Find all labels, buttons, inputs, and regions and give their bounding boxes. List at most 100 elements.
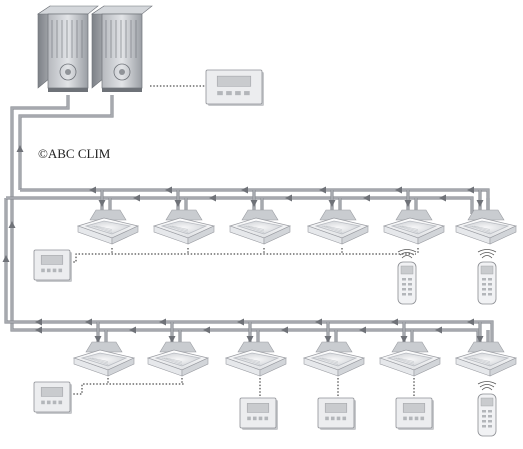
cassette-unit xyxy=(306,209,370,245)
cassette-housing xyxy=(85,341,123,353)
controller-button xyxy=(41,268,45,273)
wireless-remote xyxy=(477,381,497,437)
wireless-remote xyxy=(477,249,497,305)
remote-button xyxy=(408,293,412,296)
signal-wave xyxy=(479,384,495,388)
remote-button xyxy=(488,283,492,286)
cassette-edge xyxy=(489,225,517,245)
cassette-grille xyxy=(462,220,510,235)
flow-arrow xyxy=(159,318,166,326)
wireless-remote xyxy=(397,249,417,305)
flow-arrow xyxy=(363,194,370,202)
outdoor-unit xyxy=(37,5,99,92)
controller-button xyxy=(342,416,347,421)
outdoor-unit-front xyxy=(47,13,89,89)
controller-button xyxy=(330,416,335,421)
controller-button xyxy=(252,416,257,421)
controller-screen xyxy=(40,255,64,265)
grille-slat xyxy=(161,357,183,365)
flow-arrow xyxy=(319,186,326,194)
grille-slat xyxy=(321,357,339,362)
controller-body xyxy=(395,397,433,429)
cassette-grille xyxy=(390,220,438,235)
wired-controller xyxy=(317,397,356,430)
controller-button xyxy=(46,268,51,273)
flow-arrow xyxy=(359,326,366,334)
cassette-edge xyxy=(181,357,209,377)
cassette-unit xyxy=(152,209,216,245)
remote-button xyxy=(488,420,492,423)
remote-button xyxy=(488,425,492,428)
grille-slat xyxy=(89,357,109,364)
outdoor-unit-front xyxy=(101,13,143,89)
controller-button xyxy=(403,416,407,421)
grille-slat xyxy=(325,225,343,230)
cassette-edge xyxy=(337,357,365,377)
controller-button xyxy=(46,400,51,405)
cassette-housing xyxy=(159,341,197,353)
cassette-unit xyxy=(228,209,292,245)
wireless-remotes xyxy=(397,249,497,437)
grille-slat xyxy=(93,225,113,232)
controller-screen xyxy=(40,387,64,397)
cassette-housing xyxy=(467,209,505,221)
flow-arrow xyxy=(35,318,42,326)
cassette-housing xyxy=(165,209,203,221)
grille-slat xyxy=(323,225,343,232)
flow-arrow xyxy=(467,318,474,326)
controller-screen xyxy=(246,403,270,413)
grille-slat xyxy=(95,225,113,230)
cassette-unit xyxy=(378,341,442,377)
cassette-edge xyxy=(187,225,215,245)
flow-arrow xyxy=(35,326,42,334)
grille-slat xyxy=(317,357,339,365)
flow-arrow xyxy=(89,186,96,194)
flow-arrow xyxy=(85,318,92,326)
outdoor-unit-base xyxy=(48,88,88,92)
remote-button xyxy=(482,415,486,418)
flow-arrow xyxy=(476,336,484,343)
fan-grille xyxy=(113,63,131,81)
flow-arrow xyxy=(98,200,106,207)
flow-arrow xyxy=(391,318,398,326)
flow-arrow xyxy=(203,326,210,334)
controller-button xyxy=(52,400,57,405)
fan-hub xyxy=(119,69,125,75)
grille-slat xyxy=(243,357,261,362)
remote-button xyxy=(482,278,486,281)
cassette-housing xyxy=(237,341,275,353)
remote-button xyxy=(402,283,406,286)
grille-slat xyxy=(169,225,189,232)
control-wiring xyxy=(70,85,419,398)
grille-slat xyxy=(163,357,183,364)
flow-arrow xyxy=(168,336,176,343)
controller-button xyxy=(41,400,45,405)
remote-screen xyxy=(480,265,494,275)
remote-button xyxy=(488,288,492,291)
flow-arrow xyxy=(439,194,446,202)
grille-slat xyxy=(469,357,491,365)
controller-button xyxy=(52,268,57,273)
remote-button xyxy=(402,288,406,291)
signal-wave xyxy=(481,387,493,391)
cassette-grille xyxy=(310,352,358,367)
grille-slat xyxy=(91,357,109,362)
outdoor-unit-top xyxy=(91,5,153,15)
flow-arrow xyxy=(133,194,140,202)
remote-button xyxy=(488,293,492,296)
cassette-edge xyxy=(107,357,135,377)
fan-grille xyxy=(59,63,77,81)
controller-button xyxy=(408,416,413,421)
remote-button xyxy=(482,420,486,423)
remote-button xyxy=(482,410,486,413)
cassette-edge xyxy=(263,225,291,245)
flow-arrow xyxy=(237,318,244,326)
grille-slat xyxy=(171,225,189,230)
cassette-unit xyxy=(302,341,366,377)
controller-body xyxy=(33,381,71,413)
cassette-unit xyxy=(454,209,518,245)
remote-button xyxy=(408,283,412,286)
wired-controller xyxy=(239,397,278,430)
cassette-unit xyxy=(454,341,518,377)
cassette-grille xyxy=(84,220,132,235)
